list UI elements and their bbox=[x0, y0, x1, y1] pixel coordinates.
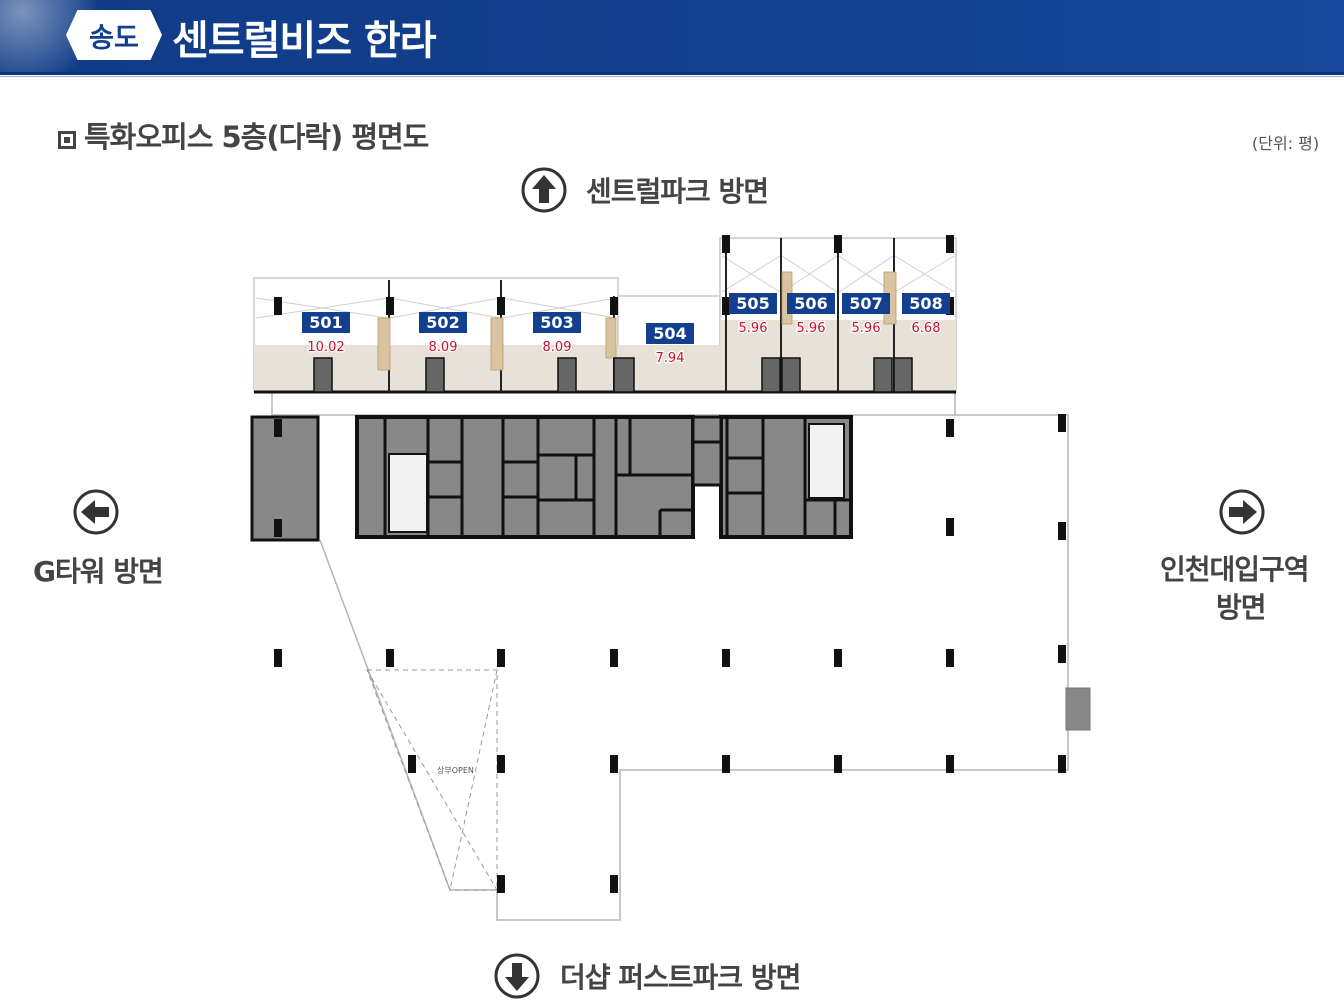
unit-number: 505 bbox=[736, 294, 769, 313]
column bbox=[274, 297, 282, 315]
open-to-below-label: 상부OPEN bbox=[437, 765, 474, 775]
header-divider-thin bbox=[0, 76, 1344, 77]
unit-number: 504 bbox=[653, 324, 686, 343]
column bbox=[1058, 645, 1066, 663]
unit-area: 10.02 bbox=[307, 340, 344, 355]
column bbox=[1058, 522, 1066, 540]
column bbox=[834, 649, 842, 667]
arrow-left-icon bbox=[73, 489, 119, 535]
header-divider bbox=[0, 72, 1344, 75]
column bbox=[386, 649, 394, 667]
open-to-below-area bbox=[366, 669, 498, 891]
column bbox=[610, 875, 618, 893]
unit-floor-strip bbox=[253, 237, 957, 394]
unit-number: 501 bbox=[309, 313, 342, 332]
unit-504: 504 7.94 bbox=[646, 323, 694, 367]
unit-area: 8.09 bbox=[543, 340, 572, 355]
unit-number: 507 bbox=[849, 294, 882, 313]
unit-doors bbox=[313, 357, 913, 393]
column bbox=[497, 755, 505, 773]
structural-columns bbox=[274, 235, 1066, 893]
unit-503: 503 8.09 bbox=[533, 312, 581, 356]
column bbox=[722, 235, 730, 253]
unit-area: 6.68 bbox=[912, 321, 941, 336]
unit-506: 506 5.96 bbox=[787, 293, 835, 337]
column bbox=[722, 297, 730, 315]
column bbox=[386, 297, 394, 315]
column bbox=[497, 875, 505, 893]
column bbox=[722, 755, 730, 773]
unit-505: 505 5.96 bbox=[729, 293, 777, 337]
plan-title-text: 특화오피스 5층(다락) 평면도 bbox=[84, 120, 429, 154]
arrow-right-icon bbox=[1219, 489, 1265, 535]
column bbox=[610, 649, 618, 667]
unit-number: 502 bbox=[426, 313, 459, 332]
location-badge: 송도 bbox=[66, 10, 162, 60]
unit-number: 503 bbox=[540, 313, 573, 332]
column bbox=[946, 649, 954, 667]
column bbox=[946, 419, 954, 437]
direction-east-label-line1: 인천대입구역 bbox=[1160, 553, 1310, 586]
plan-title: 특화오피스 5층(다락) 평면도 bbox=[58, 114, 429, 156]
unit-number: 508 bbox=[909, 294, 942, 313]
page-title: 센트럴비즈 한라 bbox=[172, 18, 437, 64]
column bbox=[946, 235, 954, 253]
unit-number-badge bbox=[787, 293, 835, 314]
column bbox=[1058, 755, 1066, 773]
column bbox=[274, 519, 282, 537]
column bbox=[610, 755, 618, 773]
column bbox=[1058, 414, 1066, 432]
unit-number-badge bbox=[646, 323, 694, 344]
column bbox=[834, 755, 842, 773]
unit-502: 502 8.09 bbox=[419, 312, 467, 356]
unit-labels: 50110.025028.095038.095047.945055.965065… bbox=[302, 293, 950, 367]
column bbox=[497, 297, 505, 315]
unit-501: 501 10.02 bbox=[302, 312, 350, 356]
square-bullet-icon bbox=[58, 131, 76, 149]
unit-area: 7.94 bbox=[656, 351, 685, 366]
unit-507: 507 5.96 bbox=[842, 293, 890, 337]
unit-number-badge bbox=[533, 312, 581, 333]
building-core bbox=[250, 415, 853, 542]
east-shaft bbox=[1065, 687, 1091, 731]
column bbox=[408, 755, 416, 773]
unit-508: 508 6.68 bbox=[902, 293, 950, 337]
column bbox=[946, 755, 954, 773]
unit-number-badge bbox=[419, 312, 467, 333]
unit-area: 8.09 bbox=[429, 340, 458, 355]
column bbox=[946, 518, 954, 536]
unit-area: 5.96 bbox=[797, 321, 826, 336]
unit-number-badge bbox=[729, 293, 777, 314]
unit-area: 5.96 bbox=[739, 321, 768, 336]
unit-number-badge bbox=[902, 293, 950, 314]
arrow-down-icon bbox=[494, 953, 540, 999]
unit-area: 5.96 bbox=[852, 321, 881, 336]
column bbox=[497, 649, 505, 667]
column bbox=[610, 297, 618, 315]
direction-east-label-line2: 방면 bbox=[1216, 591, 1267, 624]
header-banner: 송도 센트럴비즈 한라 bbox=[0, 0, 1344, 90]
arrow-up-icon bbox=[521, 167, 567, 213]
unit-number: 506 bbox=[794, 294, 827, 313]
direction-west-label: G타워 방면 bbox=[33, 555, 164, 588]
column bbox=[274, 649, 282, 667]
unit-number-badge bbox=[302, 312, 350, 333]
unit-note: (단위: 평) bbox=[1252, 134, 1320, 153]
column bbox=[722, 649, 730, 667]
direction-south-label: 더샵 퍼스트파크 방면 bbox=[560, 961, 801, 994]
direction-north-label: 센트럴파크 방면 bbox=[586, 175, 769, 208]
column bbox=[274, 419, 282, 437]
column bbox=[834, 235, 842, 253]
unit-number-badge bbox=[842, 293, 890, 314]
